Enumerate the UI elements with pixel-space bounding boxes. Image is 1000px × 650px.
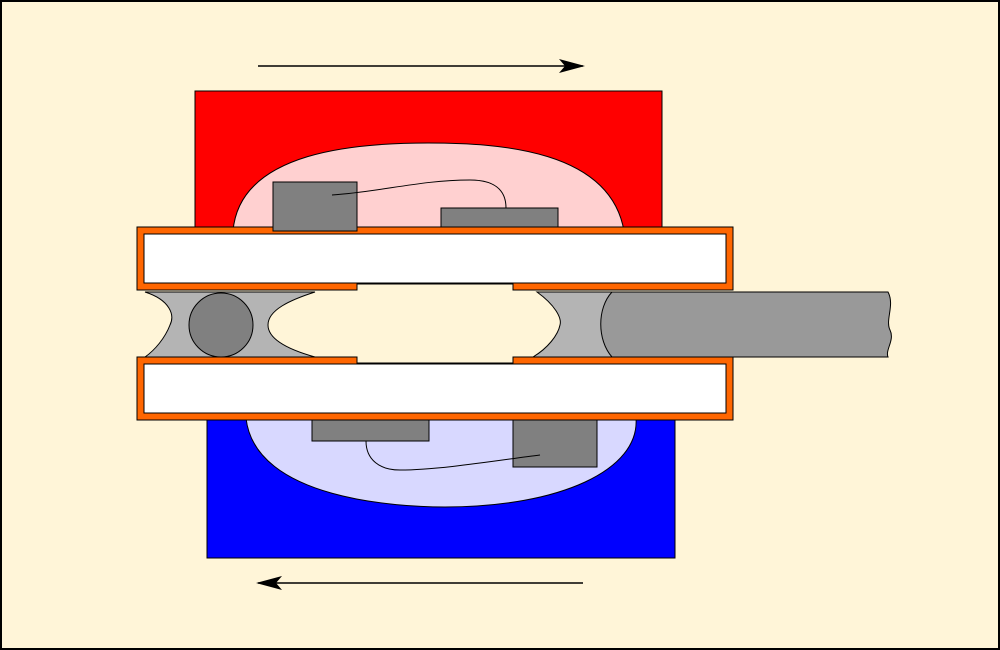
top-left-contact [272,181,358,237]
bottom-right-contact [512,412,598,468]
bottom-wire [365,440,541,471]
top-plate [143,233,727,284]
bottom-plate [143,363,727,414]
left-roller [188,292,254,358]
top-wire [331,179,507,209]
output-rod [600,291,892,358]
